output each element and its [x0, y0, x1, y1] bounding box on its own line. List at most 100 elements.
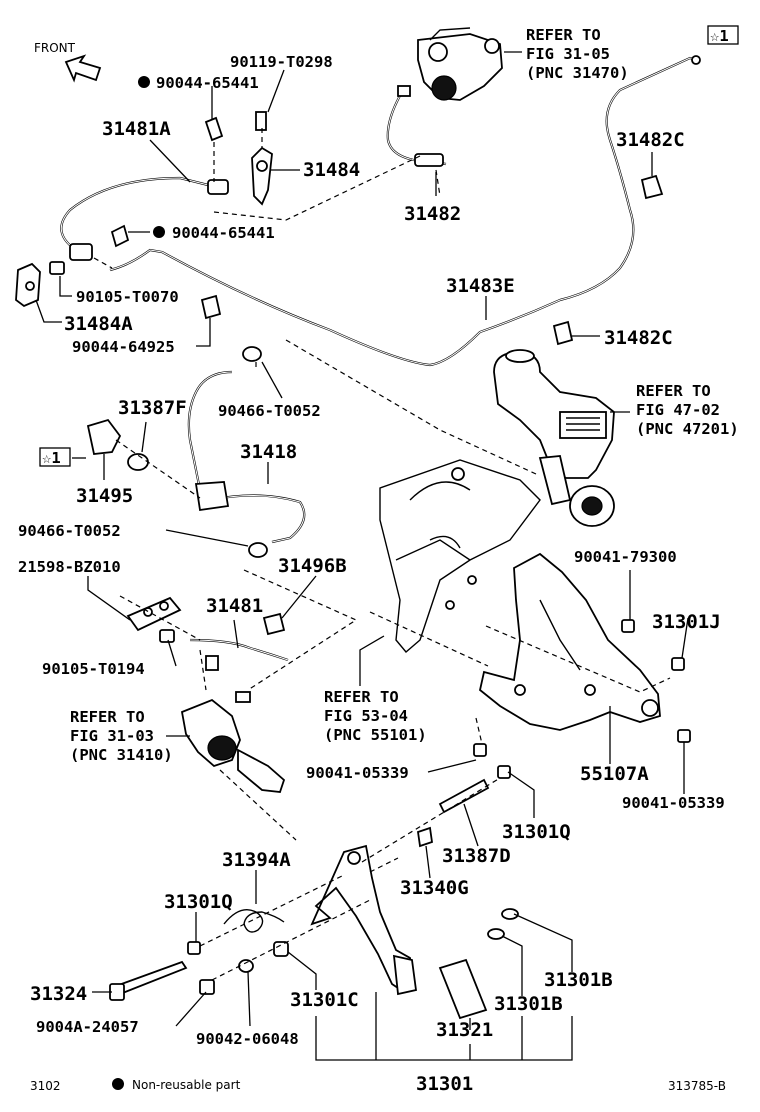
refer-center-line2: FIG 53-04: [324, 707, 408, 725]
part-31482C-lower: 31482C: [604, 327, 673, 349]
clip-31482C-lower: [552, 320, 574, 346]
refer-center-line3: (PNC 55101): [324, 726, 427, 744]
part-90041-05339-left: 90041-05339: [306, 764, 409, 782]
bushing-31301C: [273, 941, 289, 957]
part-90119-T0298: 90119-T0298: [230, 53, 333, 71]
star-ref-left: ☆1: [39, 447, 71, 467]
hose-31481: [189, 638, 289, 671]
legend-non-reusable-icon: [112, 1078, 124, 1090]
clip-31340G: [417, 826, 433, 848]
refer-left-note: REFER TO FIG 31-03 (PNC 31410): [70, 708, 173, 764]
refer-top-line3: (PNC 31470): [526, 64, 629, 82]
gasket-21598: [126, 596, 182, 632]
part-90042-06048: 90042-06048: [196, 1030, 299, 1048]
bushing-31301Q-left: [187, 941, 201, 955]
bolt-9004A: [199, 979, 215, 995]
bracket-31484: [251, 111, 273, 206]
part-90105-T0070: 90105-T0070: [76, 288, 179, 306]
diagram-code: 313785-B: [668, 1079, 726, 1093]
bolt-90041-05339-left: [473, 743, 487, 757]
refer-center-note: REFER TO FIG 53-04 (PNC 55101): [324, 688, 427, 744]
part-31301C: 31301C: [290, 989, 359, 1011]
part-31394A: 31394A: [222, 849, 291, 871]
spring-31394A: [223, 909, 285, 933]
pipe-31482: [386, 85, 447, 167]
refer-mid-line3: (PNC 47201): [636, 420, 739, 438]
refer-left-line1: REFER TO: [70, 708, 145, 726]
part-31321: 31321: [436, 1019, 493, 1041]
part-31482: 31482: [404, 203, 461, 225]
part-31484: 31484: [303, 159, 360, 181]
nut-31301J: [671, 657, 685, 671]
hose-clamp-90466-lower: [248, 542, 268, 558]
assembly-lines: [93, 155, 671, 981]
refer-mid-note: REFER TO FIG 47-02 (PNC 47201): [636, 382, 739, 438]
refer-top-line1: REFER TO: [526, 26, 601, 44]
part-31301B-right: 31301B: [544, 969, 613, 991]
clip-31496B: [262, 612, 286, 636]
non-reusable-mark-2: [153, 226, 165, 238]
clip-90044-lower: [110, 224, 130, 248]
part-31387F: 31387F: [118, 397, 187, 419]
part-31387D: 31387D: [442, 845, 511, 867]
part-9004A-24057: 9004A-24057: [36, 1018, 139, 1036]
bushing-31301B-a: [501, 908, 519, 920]
bolt-90105-T0070: [49, 261, 65, 275]
bolt-90041-79300: [621, 619, 635, 633]
bolt-90041-05339-right: [677, 729, 691, 743]
part-90105-T0194: 90105-T0194: [42, 660, 145, 678]
front-label: FRONT: [34, 41, 76, 55]
part-31301Q-right: 31301Q: [502, 821, 571, 843]
part-31483E: 31483E: [446, 275, 515, 297]
part-31301: 31301: [416, 1073, 473, 1095]
refer-left-line3: (PNC 31410): [70, 746, 173, 764]
part-90041-79300: 90041-79300: [574, 548, 677, 566]
part-90044-64925: 90044-64925: [72, 338, 175, 356]
part-31481A: 31481A: [102, 118, 171, 140]
star-ref-top-text: ☆1: [710, 27, 729, 45]
star-ref-top: ☆1: [707, 25, 739, 45]
part-90466-T0052-upper: 90466-T0052: [218, 402, 321, 420]
part-31418: 31418: [240, 441, 297, 463]
washer-90042: [238, 959, 254, 973]
vehicle-body-panel: [379, 459, 541, 653]
hose-31481A: [60, 176, 229, 261]
part-31481: 31481: [206, 595, 263, 617]
refer-left-line2: FIG 31-03: [70, 727, 154, 745]
refer-center-line1: REFER TO: [324, 688, 399, 706]
refer-top-note: REFER TO FIG 31-05 (PNC 31470): [526, 26, 629, 82]
part-31495: 31495: [76, 485, 133, 507]
bolt-31324: [109, 960, 188, 1001]
part-90466-T0052-lower: 90466-T0052: [18, 522, 121, 540]
part-31496B: 31496B: [278, 555, 347, 577]
pedal-bracket-55107A: [478, 552, 661, 731]
part-31301Q-left: 31301Q: [164, 891, 233, 913]
part-31340G: 31340G: [400, 877, 469, 899]
nut-31301Q-right: [497, 765, 511, 779]
part-31482C-upper: 31482C: [616, 129, 685, 151]
legend-text: Non-reusable part: [132, 1078, 241, 1092]
clutch-pipe-31483E: [109, 55, 701, 367]
pedal-pad-31321: [438, 958, 488, 1020]
collar-31387D: [438, 778, 490, 814]
part-21598-BZ010: 21598-BZ010: [18, 558, 121, 576]
clutch-master-cylinder: [180, 691, 286, 793]
refer-top-line2: FIG 31-05: [526, 45, 610, 63]
hose-clamp-90466-upper: [242, 346, 262, 362]
clutch-pedal-31301: [310, 844, 418, 996]
part-90041-05339-right: 90041-05339: [622, 794, 725, 812]
switch-31495: [86, 418, 149, 471]
part-90044-65441-upper: 90044-65441: [156, 74, 259, 92]
non-reusable-mark-1: [138, 76, 150, 88]
part-31484A: 31484A: [64, 313, 133, 335]
part-31301J: 31301J: [652, 611, 721, 633]
refer-mid-line2: FIG 47-02: [636, 401, 720, 419]
bushing-31301B-b: [487, 928, 505, 940]
release-cylinder-assembly: [417, 27, 503, 101]
bracket-31484A: [15, 262, 41, 308]
clip-90044-64925: [200, 294, 222, 320]
front-arrow-icon: [64, 54, 102, 83]
hose-31418: [187, 370, 306, 544]
